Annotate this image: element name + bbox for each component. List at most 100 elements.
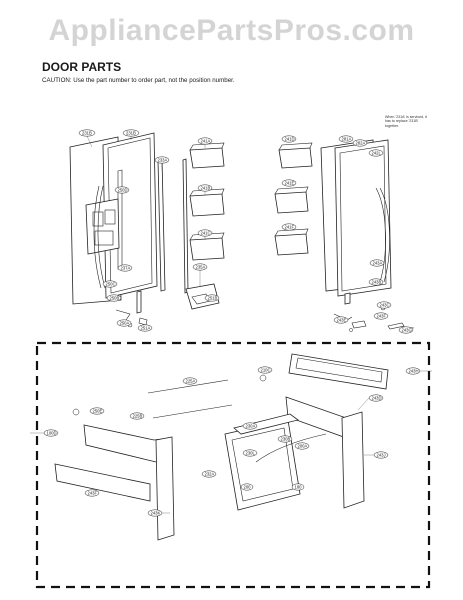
callout-241C: 241C	[197, 229, 213, 237]
callout-282A: 282A	[352, 139, 368, 147]
callout-233A: 233A	[154, 156, 170, 164]
svg-text:250E: 250E	[93, 409, 103, 414]
svg-text:241B: 241B	[201, 186, 211, 191]
callout-200A: 200A	[294, 442, 310, 450]
svg-text:251A: 251A	[141, 326, 151, 331]
callout-241A: 241A	[197, 137, 213, 145]
service-note: When '231A' is serviced, it has to repla…	[385, 115, 427, 128]
svg-text:235A: 235A	[196, 265, 206, 270]
callout-250C: 250C	[102, 280, 118, 288]
svg-text:230A: 230A	[246, 424, 256, 429]
svg-text:241A: 241A	[201, 139, 211, 144]
callout-241B: 241B	[197, 184, 213, 192]
callout-200: 200	[240, 483, 254, 491]
callout-231B: 231B	[78, 129, 96, 137]
callout-242L: 242L	[368, 149, 384, 157]
callout-250B: 250B	[106, 294, 122, 302]
svg-text:210C: 210C	[261, 368, 271, 373]
svg-text:243D: 243D	[372, 396, 382, 401]
callout-230A: 230A	[242, 422, 258, 430]
svg-text:243E: 243E	[337, 318, 347, 323]
svg-text:243K: 243K	[151, 511, 161, 516]
leader-lines	[30, 135, 432, 514]
svg-text:243H: 243H	[409, 369, 419, 374]
right-door-bins	[274, 142, 313, 256]
callout-243C: 243C	[376, 301, 392, 309]
callout-180: 180	[291, 483, 305, 491]
callout-243F: 243F	[373, 312, 389, 320]
svg-text:242L: 242L	[372, 151, 382, 156]
svg-text:243B: 243B	[372, 280, 382, 285]
svg-text:233A: 233A	[158, 158, 168, 163]
callout-225A: 225A	[182, 377, 198, 385]
callout-230B: 230B	[277, 435, 293, 443]
callout-243G: 243G	[398, 326, 414, 334]
svg-text:250C: 250C	[106, 282, 116, 287]
callout-241E: 241E	[281, 179, 297, 187]
svg-text:230L: 230L	[246, 451, 256, 456]
svg-text:241E: 241E	[285, 181, 295, 186]
callout-225B: 225B	[129, 412, 145, 420]
callout-210C: 210C	[257, 366, 273, 374]
left-door-assembly	[69, 132, 189, 314]
callout-251B: 251B	[204, 294, 220, 302]
svg-text:237A: 237A	[121, 266, 131, 271]
callout-232A: 232A	[201, 470, 217, 478]
drawer-section-frame	[35, 341, 431, 589]
svg-text:243C: 243C	[380, 303, 390, 308]
svg-text:281A: 281A	[342, 137, 352, 142]
callout-237A: 237A	[117, 264, 133, 272]
callout-250D: 250D	[114, 186, 130, 194]
callout-243B: 243B	[368, 278, 384, 286]
svg-text:100D: 100D	[47, 431, 57, 436]
callout-labels: 231B 231B 233A 241A 241B 241C 241D 241E …	[43, 129, 421, 517]
svg-text:243G: 243G	[402, 328, 412, 333]
svg-text:231B: 231B	[126, 131, 136, 136]
callout-243H: 243H	[405, 367, 421, 375]
svg-text:282A: 282A	[356, 141, 366, 146]
svg-text:241C: 241C	[201, 231, 211, 236]
callout-243J: 243J	[373, 451, 389, 459]
svg-text:241F: 241F	[285, 225, 295, 230]
svg-text:232A: 232A	[205, 472, 215, 477]
svg-text:230B: 230B	[281, 437, 291, 442]
caution-text: CAUTION: Use the part number to order pa…	[42, 77, 235, 84]
svg-text:250A: 250A	[120, 321, 130, 326]
callout-250A: 250A	[116, 319, 132, 327]
callout-243D: 243D	[368, 394, 384, 402]
svg-text:200: 200	[244, 485, 252, 490]
svg-text:250B: 250B	[110, 296, 120, 301]
svg-text:243F: 243F	[88, 491, 98, 496]
svg-text:200A: 200A	[298, 444, 308, 449]
svg-text:180: 180	[295, 485, 303, 490]
svg-text:251B: 251B	[208, 296, 218, 301]
svg-text:243F: 243F	[377, 314, 387, 319]
freezer-drawer-assembly	[54, 353, 389, 541]
callout-251A: 251A	[137, 324, 153, 332]
callout-235A: 235A	[192, 263, 208, 271]
watermark: AppliancePartsPros.com	[48, 14, 415, 47]
left-door-bins	[185, 142, 225, 310]
callout-243A: 243A	[369, 259, 385, 267]
callout-243K: 243K	[147, 509, 163, 517]
callout-241F: 241F	[281, 223, 297, 231]
callout-281A: 281A	[338, 135, 354, 143]
callout-230L: 230L	[242, 449, 258, 457]
svg-text:243J: 243J	[377, 453, 386, 458]
callout-241D: 241D	[281, 135, 297, 143]
callout-243F-lower: 243F	[84, 489, 100, 497]
svg-text:241D: 241D	[285, 137, 295, 142]
callout-100D: 100D	[43, 429, 59, 437]
svg-text:225A: 225A	[186, 379, 196, 384]
right-door-assembly	[320, 139, 392, 305]
hinge-hardware	[115, 305, 415, 332]
svg-text:225B: 225B	[133, 414, 143, 419]
callout-243E: 243E	[333, 316, 349, 324]
svg-text:250D: 250D	[118, 188, 128, 193]
svg-text:231B: 231B	[82, 131, 92, 136]
page-title: DOOR PARTS	[42, 60, 122, 74]
svg-text:243A: 243A	[373, 261, 383, 266]
callout-231A: 231B	[122, 129, 140, 137]
callout-250E: 250E	[89, 407, 105, 415]
